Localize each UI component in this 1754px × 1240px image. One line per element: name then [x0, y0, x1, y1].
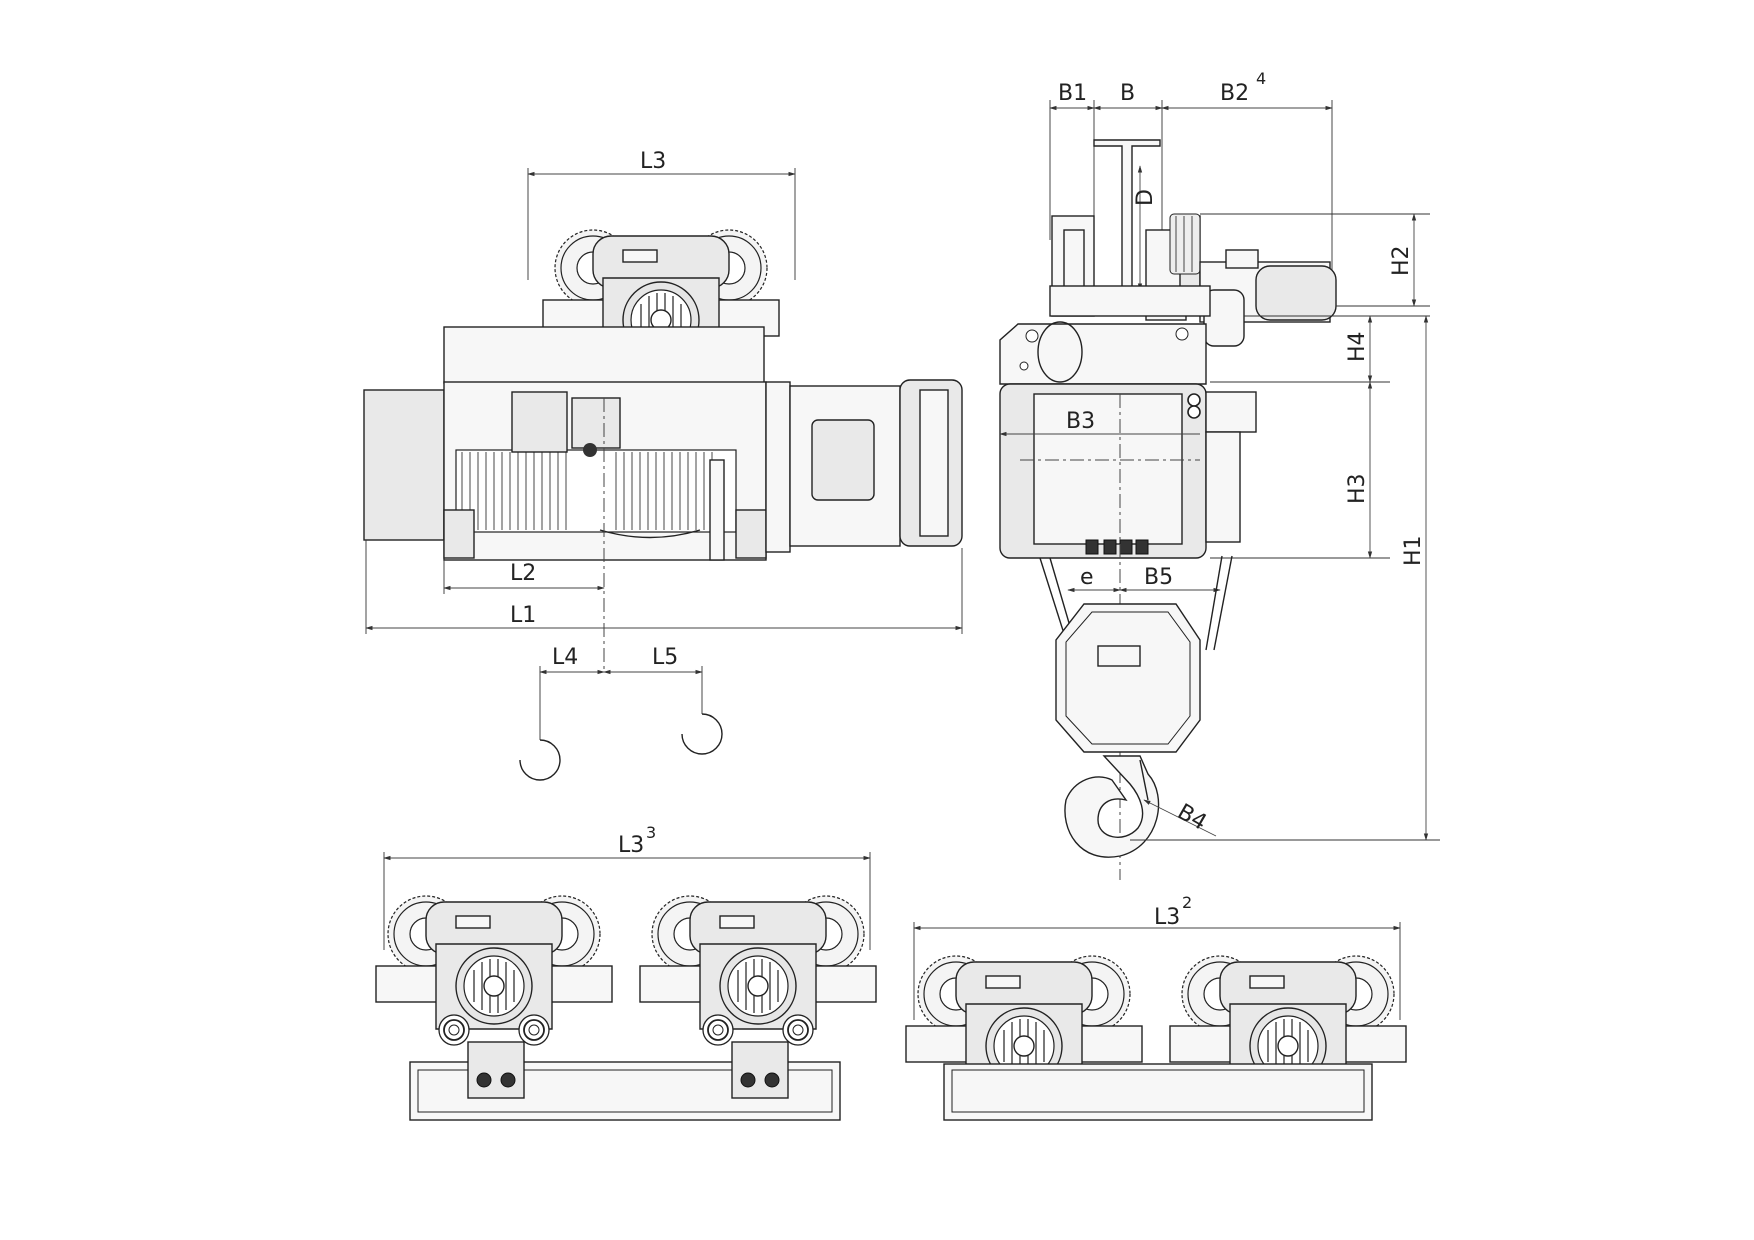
rope-drum-grooves [461, 452, 713, 530]
dim-label-L3-2-sup: 2 [1182, 893, 1192, 912]
dim-label-B2: B2 [1220, 81, 1249, 106]
dim-label-L3-3: L3 [618, 833, 644, 858]
dim-label-L5: L5 [652, 645, 678, 670]
dim-label-H4: H4 [1345, 331, 1370, 362]
double-trolley-view-L3-3: L3 3 [376, 823, 876, 1121]
dim-label-L4: L4 [552, 645, 578, 670]
hook-symbol-right [681, 713, 723, 755]
hook-symbol-left [519, 739, 561, 781]
dim-label-L2: L2 [510, 561, 536, 586]
dim-label-B3: B3 [1066, 409, 1095, 434]
dim-label-D: D [1133, 189, 1158, 206]
end-view: B1 B B2 4 D H2 [999, 69, 1440, 880]
dim-label-L3-3-sup: 3 [646, 823, 656, 842]
dim-label-H3: H3 [1345, 473, 1370, 504]
dim-label-B1: B1 [1058, 81, 1087, 106]
load-hook [1064, 755, 1160, 858]
dim-label-H1: H1 [1401, 535, 1426, 566]
dim-label-B5: B5 [1144, 565, 1173, 590]
dim-label-B: B [1120, 81, 1135, 106]
dim-label-e: e [1080, 565, 1094, 590]
dim-label-L3: L3 [640, 149, 666, 174]
dim-label-B2-sup: 4 [1256, 69, 1266, 88]
side-view: L3 [363, 149, 963, 781]
dim-label-H2: H2 [1389, 245, 1414, 276]
dim-label-L3-2: L3 [1154, 905, 1180, 930]
dim-label-L1: L1 [510, 603, 536, 628]
cable-glands [1085, 539, 1149, 555]
trolley-drive-gear [1169, 213, 1201, 275]
double-trolley-view-L3-2: L3 2 [906, 893, 1406, 1121]
